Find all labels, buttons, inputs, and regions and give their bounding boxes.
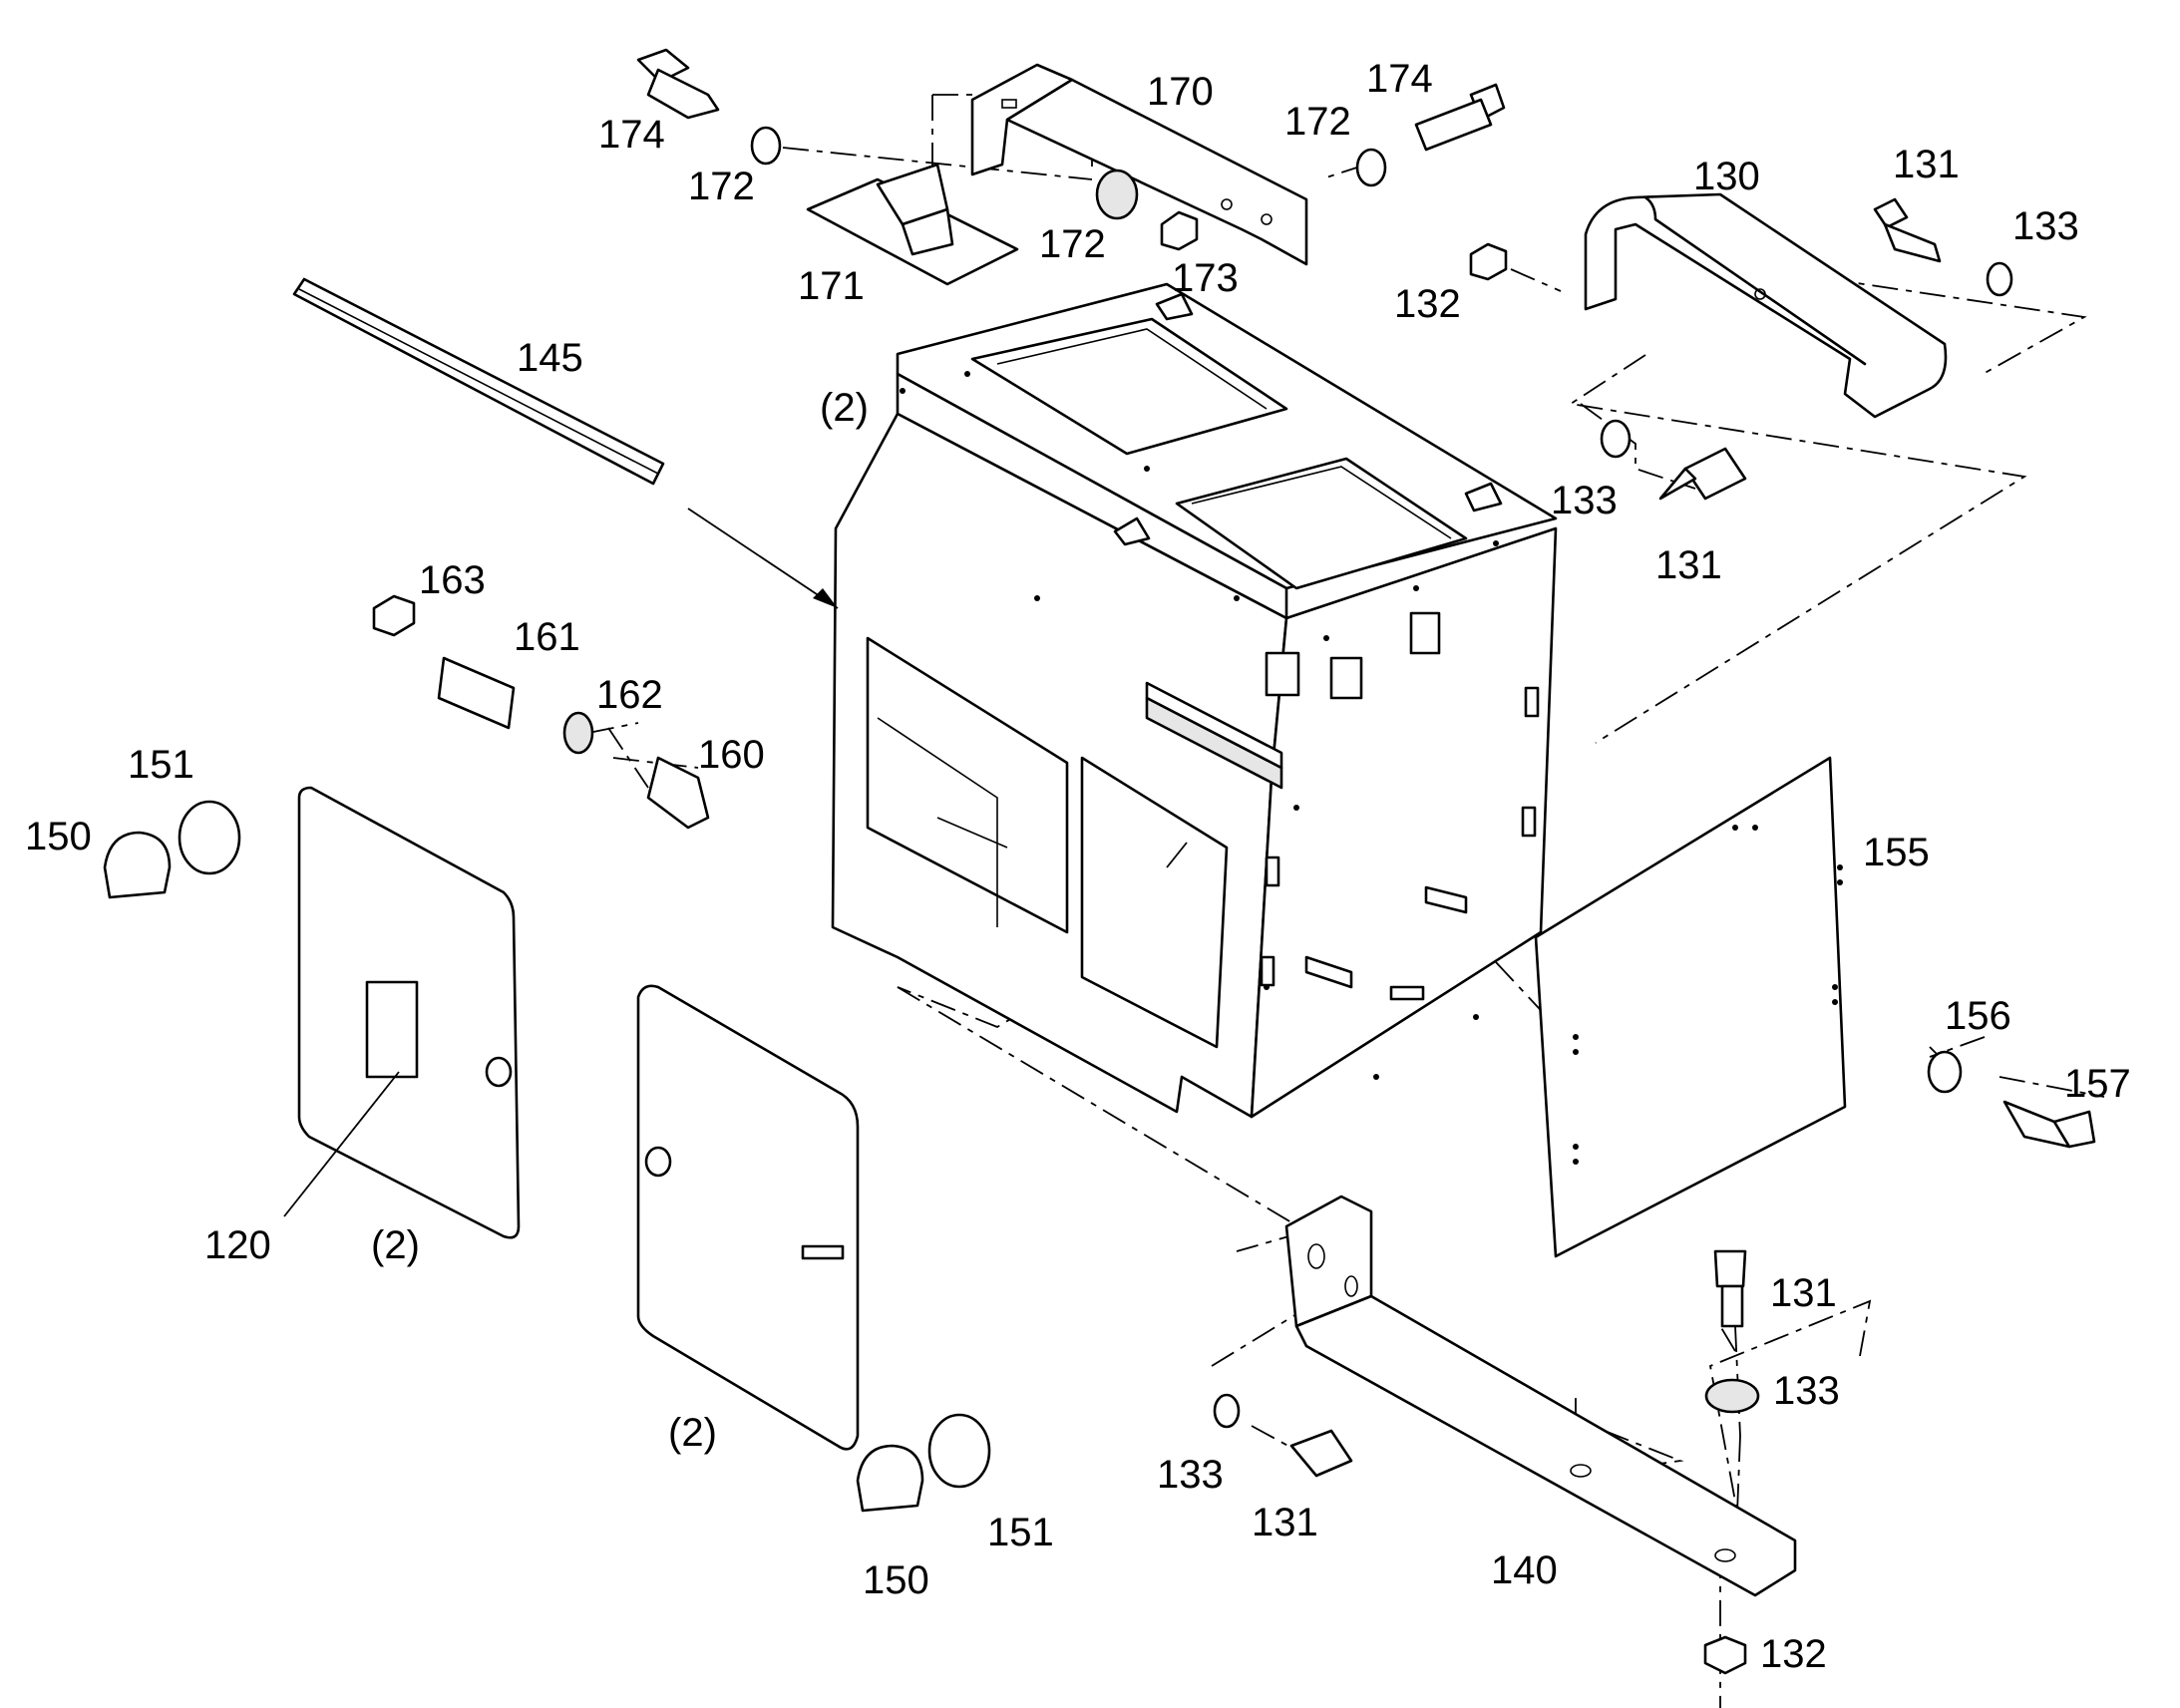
callout-174-left: 174 [598,113,665,157]
callout-labels: 174 172 170 174 172 172 173 171 130 131 … [25,57,2131,1676]
main-enclosure-frame [831,282,1558,1119]
cover-130 [1584,192,1948,419]
callout-133-mid: 133 [1551,479,1618,522]
side-panel-155 [1534,756,1847,1258]
channel-145 [292,277,839,609]
bracket-140 [1284,1195,1797,1597]
callout-156: 156 [1945,994,2011,1038]
callout-133-bottom-left: 133 [1157,1453,1224,1497]
callout-151-bottom: 151 [987,1511,1054,1554]
callout-130: 130 [1693,155,1760,198]
callout-145: 145 [517,336,583,380]
fasteners [103,48,2096,1675]
callout-173: 173 [1172,256,1239,300]
callout-160: 160 [698,733,765,777]
callout-171: 171 [798,264,865,308]
door-left [297,786,521,1239]
callout-131-top: 131 [1893,143,1960,186]
callout-150-bottom: 150 [863,1558,929,1602]
callout-172-mid: 172 [1039,222,1106,266]
callout-133-top: 133 [2012,204,2079,248]
callout-qty-body: (2) [820,386,869,430]
callout-qty-door-right: (2) [668,1411,717,1455]
callout-162: 162 [596,673,663,717]
callout-172-left: 172 [688,165,755,208]
callout-163: 163 [419,558,486,602]
bracket-170 [970,63,1308,266]
callout-172-right: 172 [1284,100,1351,144]
callout-120: 120 [204,1223,271,1267]
callout-157: 157 [2064,1062,2131,1106]
callout-131-bottom-left: 131 [1252,1501,1318,1544]
callout-170: 170 [1147,70,1214,114]
callout-174-right: 174 [1366,57,1433,101]
callout-132-bottom: 132 [1760,1632,1827,1676]
callout-132-top: 132 [1394,282,1461,326]
callout-qty-door-left: (2) [371,1223,420,1267]
callout-151-left: 151 [128,743,194,787]
bracket-171 [806,163,1019,286]
callout-161: 161 [514,615,580,659]
callout-150-left: 150 [25,815,92,858]
leader-lines [283,842,1188,1217]
callout-133-bottom-right: 133 [1773,1369,1840,1413]
callout-131-mid: 131 [1655,543,1722,587]
door-right [636,984,860,1451]
callout-155: 155 [1863,831,1930,874]
callout-140: 140 [1491,1548,1558,1592]
callout-131-bottom-right: 131 [1770,1271,1837,1315]
